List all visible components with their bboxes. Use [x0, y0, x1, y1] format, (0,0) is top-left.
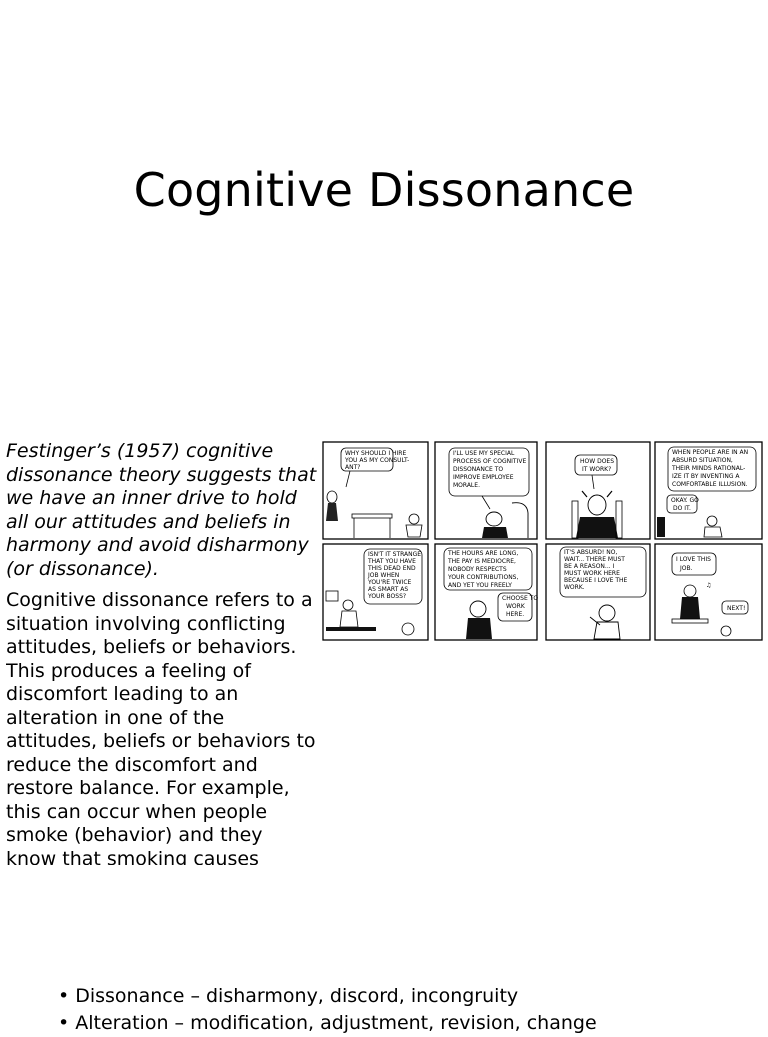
body-text: Festinger’s (1957) cognitive dissonance … — [6, 440, 318, 865]
comic-bubble-4b-line-2: DO IT. — [673, 505, 691, 512]
comic-strip: WHY SHOULD I HIRE YOU AS MY CONSULT- ANT… — [322, 441, 764, 641]
comic-bubble-4-line-5: COMFORTABLE ILLUSION. — [672, 481, 748, 488]
comic-panel-8 — [654, 543, 763, 641]
comic-bubble-1-line-2: YOU AS MY CONSULT- — [344, 457, 409, 464]
comic-bubble-7-line-2: WAIT... THERE MUST — [564, 556, 625, 563]
comic-bubble-2-line-5: MORALE. — [453, 482, 480, 489]
comic-bubble-5-line-1: ISN'T IT STRANGE — [368, 551, 421, 558]
comic-bubble-6b-line-1: CHOOSE TO — [502, 595, 538, 602]
comic-bubble-6-line-5: AND YET YOU FREELY — [448, 582, 512, 589]
comic-bubble-1-line-1: WHY SHOULD I HIRE — [345, 450, 406, 457]
comic-bubble-2-line-4: IMPROVE EMPLOYEE — [453, 474, 514, 481]
bullet-list: Dissonance – disharmony, discord, incong… — [58, 983, 758, 1037]
comic-bubble-4-line-1: WHEN PEOPLE ARE IN AN — [672, 449, 748, 456]
definition-paragraph: Cognitive dissonance refers to a situati… — [6, 589, 316, 865]
comic-bubble-3-line-2: IT WORK? — [582, 466, 611, 473]
slide-title: Cognitive Dissonance — [133, 163, 635, 217]
comic-bubble-3-line-1: HOW DOES — [580, 458, 614, 465]
comic-strip-image: WHY SHOULD I HIRE YOU AS MY CONSULT- ANT… — [322, 441, 764, 641]
comic-bubble-1-line-3: ANT? — [345, 464, 360, 471]
comic-bubble-8-line-2: JOB. — [679, 565, 693, 572]
comic-bubble-5-line-3: THIS DEAD END — [367, 565, 416, 572]
comic-bubble-4-line-4: IZE IT BY INVENTING A — [672, 473, 740, 480]
comic-panel-2 — [434, 441, 538, 540]
bullet-item-dissonance: Dissonance – disharmony, discord, incong… — [58, 983, 758, 1010]
comic-bubble-7-line-4: MUST WORK HERE — [564, 570, 620, 577]
comic-bubble-4-line-2: ABSURD SITUATION, — [672, 457, 733, 464]
comic-bubble-7-line-1: IT'S ABSURD! NO, — [564, 549, 617, 556]
comic-bubble-2-line-3: DISSONANCE TO — [453, 466, 503, 473]
comic-bubble-6b-line-3: HERE. — [506, 611, 524, 618]
comic-panel-4 — [654, 441, 763, 540]
intro-paragraph: Festinger’s (1957) cognitive dissonance … — [6, 440, 317, 580]
comic-bubble-2-line-1: I'LL USE MY SPECIAL — [453, 450, 515, 457]
svg-text:♫: ♫ — [706, 582, 711, 589]
comic-bubble-6-line-2: THE PAY IS MEDIOCRE, — [447, 558, 516, 565]
comic-bubble-6-line-1: THE HOURS ARE LONG, — [447, 550, 518, 557]
comic-bubble-7-line-3: BE A REASON... I — [564, 563, 615, 570]
comic-panel-7 — [545, 543, 651, 641]
comic-panel-3 — [545, 441, 651, 540]
comic-bubble-4-line-3: THEIR MINDS RATIONAL- — [671, 465, 745, 472]
comic-bubble-6b-line-2: WORK — [506, 603, 526, 610]
comic-bubble-6-line-4: YOUR CONTRIBUTIONS, — [447, 574, 518, 581]
comic-bubble-7-line-6: WORK. — [564, 584, 585, 591]
comic-bubble-5-line-6: AS SMART AS — [368, 586, 408, 593]
comic-bubble-5-line-5: YOU'RE TWICE — [367, 579, 412, 586]
comic-bubble-4b-line-1: OKAY. GO — [671, 497, 699, 504]
comic-bubble-7-line-5: BECAUSE I LOVE THE — [564, 577, 628, 584]
comic-bubble-6-line-3: NOBODY RESPECTS — [448, 566, 507, 573]
comic-bubble-5-line-2: THAT YOU HAVE — [367, 558, 416, 565]
comic-panel-5 — [322, 543, 429, 641]
comic-bubble-8-line-1: I LOVE THIS — [676, 556, 711, 563]
comic-bubble-5-line-7: YOUR BOSS? — [367, 593, 406, 600]
comic-bubble-5-line-4: JOB WHEN — [367, 572, 399, 579]
comic-bubble-8b: NEXT! — [727, 605, 745, 612]
comic-panel-6 — [434, 543, 538, 641]
comic-panel-1 — [322, 441, 429, 540]
comic-bubble-2-line-2: PROCESS OF COGNITIVE — [453, 458, 526, 465]
